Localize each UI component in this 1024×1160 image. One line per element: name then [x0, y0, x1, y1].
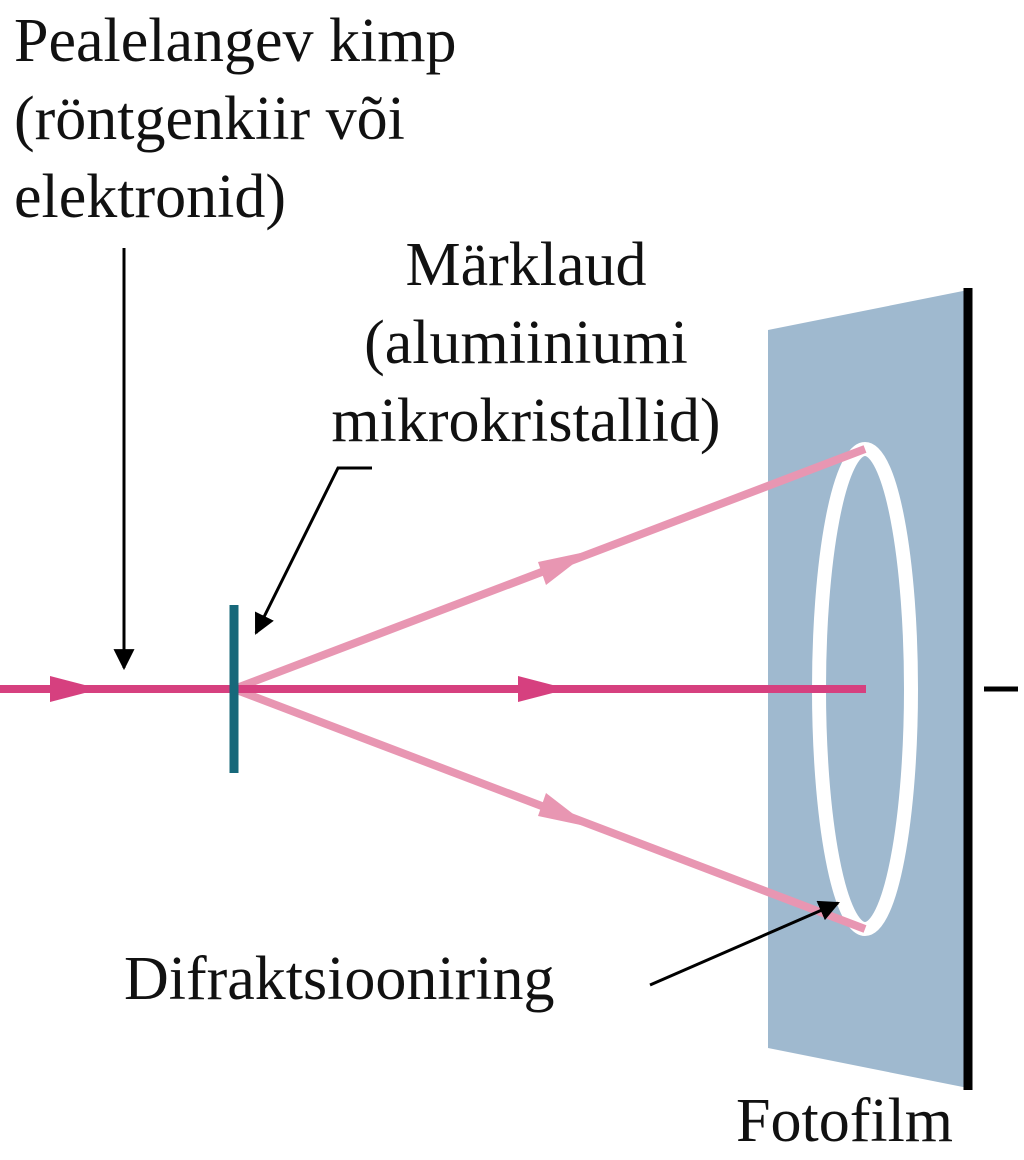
- transmitted-beam-arrowhead: [518, 676, 568, 702]
- target-label-line-1: Märklaud: [405, 231, 647, 299]
- target-label-line-3: mikrokristallid): [331, 387, 721, 455]
- incident-label-line-1: Pealelangev kimp: [14, 7, 457, 75]
- lower-beam-arrowhead: [538, 793, 590, 827]
- ring-pointer-line: [649, 900, 840, 987]
- incident-label-line-3: elektronid): [14, 163, 287, 231]
- target-label-line-2: (alumiiniumi: [364, 309, 688, 377]
- target-label: Märklaud (alumiiniumi mikrokristallid): [296, 226, 756, 460]
- incident-label-line-2: (röntgenkiir või: [14, 85, 405, 153]
- incident-beam-label: Pealelangev kimp (röntgenkiir või elektr…: [14, 2, 456, 236]
- photo-film-label: Fotofilm: [736, 1087, 954, 1155]
- target-pointer-line: [254, 466, 372, 635]
- incident-beam-arrowhead: [50, 676, 100, 702]
- photo-film-plate: [768, 290, 968, 1088]
- upper-beam-arrowhead: [538, 551, 590, 585]
- diffraction-ring-label: Difraktsiooniring: [124, 945, 555, 1013]
